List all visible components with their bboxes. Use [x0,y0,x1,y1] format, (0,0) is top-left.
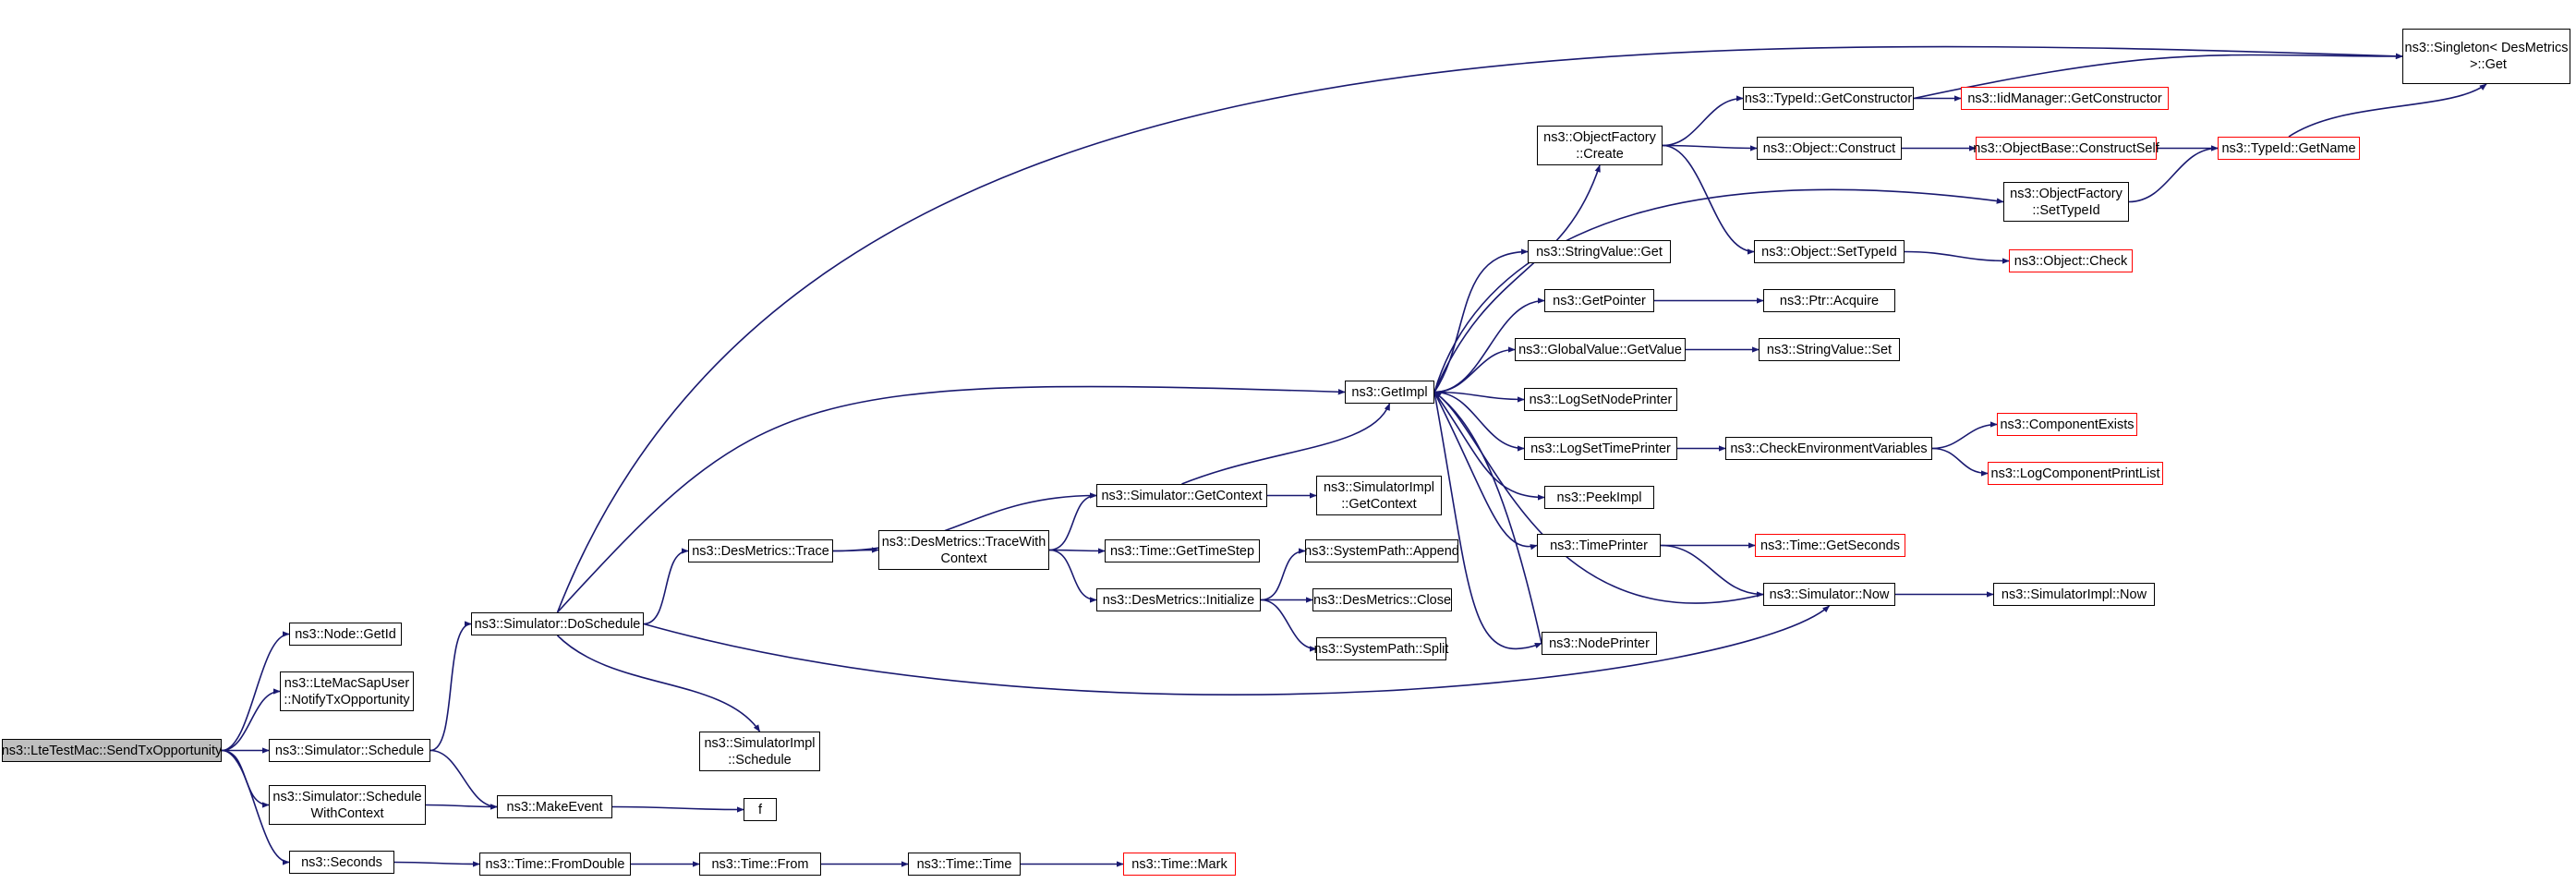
node-stringvalue-set[interactable]: ns3::StringValue::Set [1759,338,1900,361]
edge-ofcreate-to-objconstruct [1662,144,1758,151]
edge-ofcreate-to-tidgetctor [1662,95,1744,147]
node-logsetnodeprinter[interactable]: ns3::LogSetNodePrinter [1524,388,1677,411]
edge-getimpl-to-nodeprinter [1433,392,1542,650]
edge-doschedule-to-dmtrace [643,548,689,625]
edge-schedule-to-doschedule [429,621,472,752]
node-time-from[interactable]: ns3::Time::From [699,853,821,876]
node-checkenvironmentvariables[interactable]: ns3::CheckEnvironmentVariables [1725,437,1932,460]
edge-getimpl-to-peekimpl [1433,392,1545,501]
node-objectfactory-settypeid[interactable]: ns3::ObjectFactory ::SetTypeId [2003,182,2129,222]
node-makeevent[interactable]: ns3::MakeEvent [497,795,612,818]
edge-schedwc-to-makeevent [425,804,498,810]
edge-doschedule-to-getimpl [556,385,1346,613]
node-simulator-schedule[interactable]: ns3::Simulator::Schedule [269,739,430,762]
node-globalvalue-getvalue[interactable]: ns3::GlobalValue::GetValue [1515,338,1686,361]
node-ptr-acquire[interactable]: ns3::Ptr::Acquire [1763,289,1895,312]
node-objectfactory-create[interactable]: ns3::ObjectFactory ::Create [1537,126,1663,165]
edge-seconds-to-fromdouble [393,861,480,867]
node-time-getseconds[interactable]: ns3::Time::GetSeconds [1755,534,1905,557]
node-desmetrics-close[interactable]: ns3::DesMetrics::Close [1312,588,1452,611]
edge-objsettypeid-to-objcheck [1904,250,2010,264]
node-seconds[interactable]: ns3::Seconds [289,851,394,874]
node-componentexists[interactable]: ns3::ComponentExists [1997,413,2137,436]
node-desmetrics-tracewith-context[interactable]: ns3::DesMetrics::TraceWith Context [878,530,1049,570]
edge-doschedule-to-singleton [556,45,2403,613]
edge-root-to-notify [221,688,281,752]
node-simulator-now[interactable]: ns3::Simulator::Now [1763,583,1895,606]
node-iidmanager-getconstructor[interactable]: ns3::IidManager::GetConstructor [1961,87,2169,110]
edge-getimpl-to-logsetnode [1433,391,1525,403]
edge-simnow-to-getimpl [1433,391,1764,604]
edge-getimpl-to-logsettime [1433,391,1525,452]
node-simulatorimpl-schedule[interactable]: ns3::SimulatorImpl ::Schedule [699,732,820,771]
node-ltemacsapuser-notifytxopportunity[interactable]: ns3::LteMacSapUser ::NotifyTxOpportunity [280,671,414,711]
edge-tracewc-to-dminit [1048,549,1097,603]
node-logsettimeprinter[interactable]: ns3::LogSetTimePrinter [1524,437,1677,460]
edge-getimpl-to-svget [1433,248,1529,393]
node-ltetestmac-sendtxopportunity: ns3::LteTestMac::SendTxOpportunity [2,739,222,762]
node-time-gettimestep[interactable]: ns3::Time::GetTimeStep [1105,539,1260,562]
node-typeid-getname[interactable]: ns3::TypeId::GetName [2218,137,2360,160]
node-object-check[interactable]: ns3::Object::Check [2009,249,2133,272]
node-singleton-desmetrics-get[interactable]: ns3::Singleton< DesMetrics >::Get [2402,29,2570,84]
node-simulator-schedule-withcontext[interactable]: ns3::Simulator::Schedule WithContext [269,785,426,825]
edge-dminit-to-spsplit [1260,599,1317,652]
node-getimpl[interactable]: ns3::GetImpl [1345,381,1434,404]
node-simulatorimpl-getcontext[interactable]: ns3::SimulatorImpl ::GetContext [1316,476,1442,515]
node-desmetrics-initialize[interactable]: ns3::DesMetrics::Initialize [1096,588,1261,611]
edge-doschedule-to-simnow [643,605,1831,696]
node-getpointer[interactable]: ns3::GetPointer [1544,289,1654,312]
edge-dminit-to-spappend [1260,548,1306,601]
node-nodeprinter[interactable]: ns3::NodePrinter [1542,632,1657,655]
node-desmetrics-trace[interactable]: ns3::DesMetrics::Trace [688,539,833,562]
node-logcomponentprintlist[interactable]: ns3::LogComponentPrintList [1988,462,2163,485]
edge-getcontext-to-getimpl [1181,403,1391,485]
edge-getimpl-to-ofsettypeid [1433,188,2004,393]
edge-dmtrace-to-tracewc [832,547,879,553]
node-simulator-getcontext[interactable]: ns3::Simulator::GetContext [1096,484,1267,507]
edge-tracewc-to-getcontext [1048,492,1097,551]
node-timeprinter[interactable]: ns3::TimePrinter [1537,534,1661,557]
edge-nodeprinter-to-getimpl [1433,391,1542,644]
node-systempath-split[interactable]: ns3::SystemPath::Split [1314,637,1448,660]
node-simulator-doschedule[interactable]: ns3::Simulator::DoSchedule [471,612,644,635]
node-f[interactable]: f [744,798,777,821]
edge-root-to-seconds [221,749,290,865]
node-object-settypeid[interactable]: ns3::Object::SetTypeId [1754,240,1905,263]
node-typeid-getconstructor[interactable]: ns3::TypeId::GetConstructor [1743,87,1914,110]
node-peekimpl[interactable]: ns3::PeekImpl [1544,486,1654,509]
node-stringvalue-get[interactable]: ns3::StringValue::Get [1528,240,1671,263]
edge-schedule-to-makeevent [429,749,498,810]
node-object-construct[interactable]: ns3::Object::Construct [1757,137,1902,160]
node-node-getid[interactable]: ns3::Node::GetId [289,623,402,646]
edge-tidgetctor-to-singleton [1913,53,2403,100]
node-time-mark[interactable]: ns3::Time::Mark [1123,853,1236,876]
node-objectbase-constructself[interactable]: ns3::ObjectBase::ConstructSelf [1973,137,2159,160]
edge-timeprinter-to-simnow [1660,544,1764,598]
edge-checkenv-to-logcompprint [1931,447,1989,477]
edge-getimpl-to-gvgetvalue [1433,346,1516,393]
edge-checkenv-to-compexists [1931,421,1998,450]
edge-tracewc-to-gettimestep [1048,548,1106,554]
node-systempath-append[interactable]: ns3::SystemPath::Append [1304,539,1459,562]
edge-ofsettypeid-to-tidgetname [2128,145,2219,203]
edge-ofcreate-to-objsettypeid [1662,144,1755,255]
edge-tidgetname-to-singleton [2288,83,2487,138]
edge-makeevent-to-f [611,805,744,813]
node-time-time[interactable]: ns3::Time::Time [908,853,1021,876]
edge-getimpl-to-timeprinter [1433,392,1538,550]
edge-getimpl-to-ofcreate [1433,164,1601,393]
edge-root-to-getid [221,631,290,752]
node-simulatorimpl-now[interactable]: ns3::SimulatorImpl::Now [1993,583,2155,606]
edge-doschedule-to-simimplsched [556,635,761,732]
node-time-fromdouble[interactable]: ns3::Time::FromDouble [479,853,631,876]
